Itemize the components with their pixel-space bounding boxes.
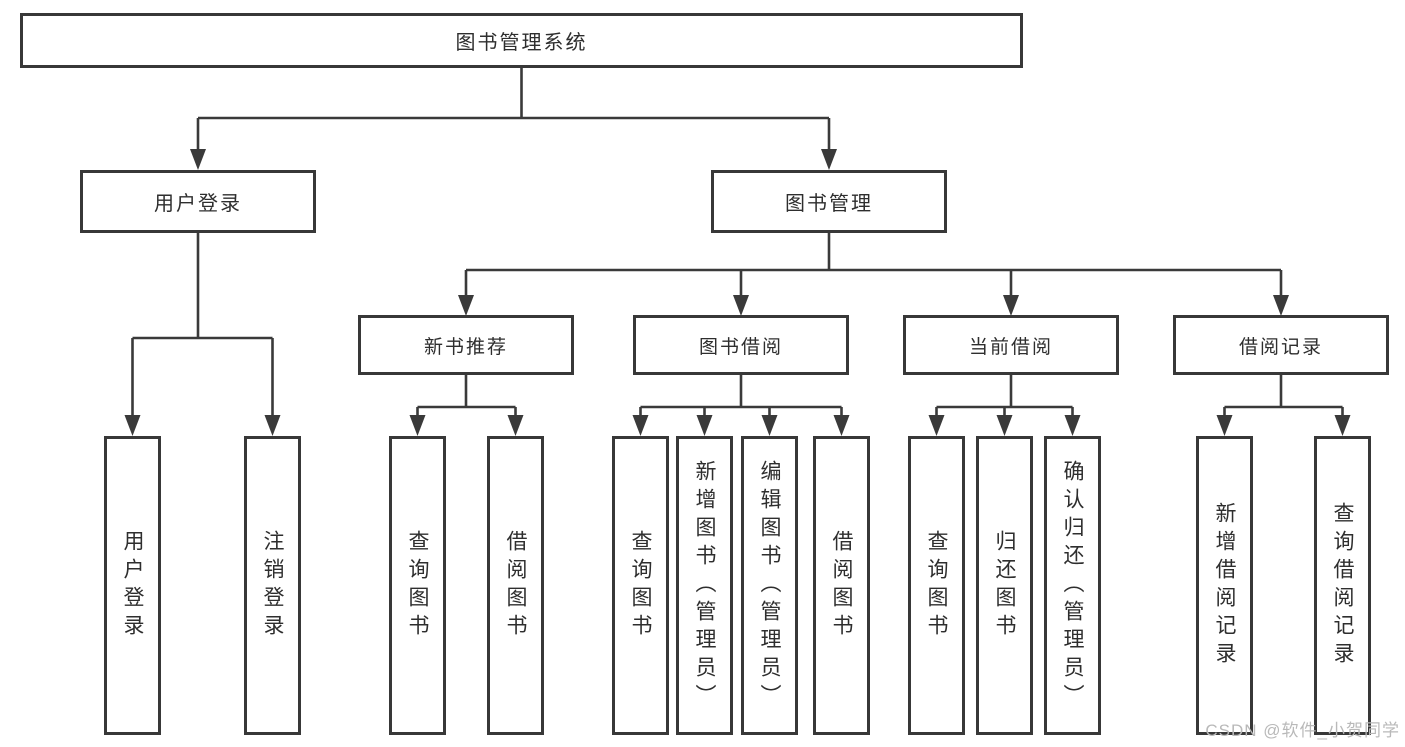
node-label: 用户登录 bbox=[121, 529, 144, 642]
leaf-query-borrow-record: 查询借阅记录 bbox=[1314, 436, 1371, 735]
node-label: 图书管理系统 bbox=[455, 32, 588, 54]
node-label: 用户登录 bbox=[154, 193, 242, 215]
node-label: 查询借阅记录 bbox=[1331, 501, 1354, 670]
leaf-confirm-return-admin: 确认归还（管理员） bbox=[1044, 436, 1101, 735]
node-label: 新增借阅记录 bbox=[1213, 501, 1236, 670]
leaf-borrow-books-borrowing: 借阅图书 bbox=[813, 436, 870, 735]
leaf-logout: 注销登录 bbox=[244, 436, 301, 735]
node-label: 图书借阅 bbox=[698, 336, 783, 358]
node-library-management-system: 图书管理系统 bbox=[20, 13, 1023, 68]
node-borrowing-records: 借阅记录 bbox=[1173, 315, 1389, 375]
node-label: 新增图书（管理员） bbox=[693, 459, 716, 712]
leaf-user-login: 用户登录 bbox=[104, 436, 161, 735]
node-label: 查询图书 bbox=[925, 529, 948, 642]
leaf-add-borrow-record: 新增借阅记录 bbox=[1196, 436, 1253, 735]
node-label: 编辑图书（管理员） bbox=[758, 459, 781, 712]
node-current-borrowing: 当前借阅 bbox=[903, 315, 1119, 375]
leaf-query-books-current: 查询图书 bbox=[908, 436, 965, 735]
node-label: 借阅记录 bbox=[1238, 336, 1323, 358]
node-label: 图书管理 bbox=[785, 193, 873, 215]
node-label: 当前借阅 bbox=[968, 336, 1053, 358]
node-user-login: 用户登录 bbox=[80, 170, 316, 233]
node-book-borrowing: 图书借阅 bbox=[633, 315, 849, 375]
node-label: 注销登录 bbox=[261, 529, 284, 642]
node-label: 查询图书 bbox=[406, 529, 429, 642]
node-label: 归还图书 bbox=[993, 529, 1016, 642]
leaf-add-book-admin: 新增图书（管理员） bbox=[676, 436, 733, 735]
node-new-book-recommendation: 新书推荐 bbox=[358, 315, 574, 375]
leaf-query-books-recommend: 查询图书 bbox=[389, 436, 446, 735]
leaf-borrow-books-recommend: 借阅图书 bbox=[487, 436, 544, 735]
node-label: 新书推荐 bbox=[423, 336, 508, 358]
node-label: 借阅图书 bbox=[830, 529, 853, 642]
node-label: 查询图书 bbox=[629, 529, 652, 642]
node-book-management: 图书管理 bbox=[711, 170, 947, 233]
csdn-watermark: CSDN @软件_小贺同学 bbox=[1205, 721, 1400, 740]
leaf-query-books-borrowing: 查询图书 bbox=[612, 436, 669, 735]
leaf-edit-book-admin: 编辑图书（管理员） bbox=[741, 436, 798, 735]
leaf-return-books: 归还图书 bbox=[976, 436, 1033, 735]
node-label: 借阅图书 bbox=[504, 529, 527, 642]
node-label: 确认归还（管理员） bbox=[1061, 459, 1084, 712]
